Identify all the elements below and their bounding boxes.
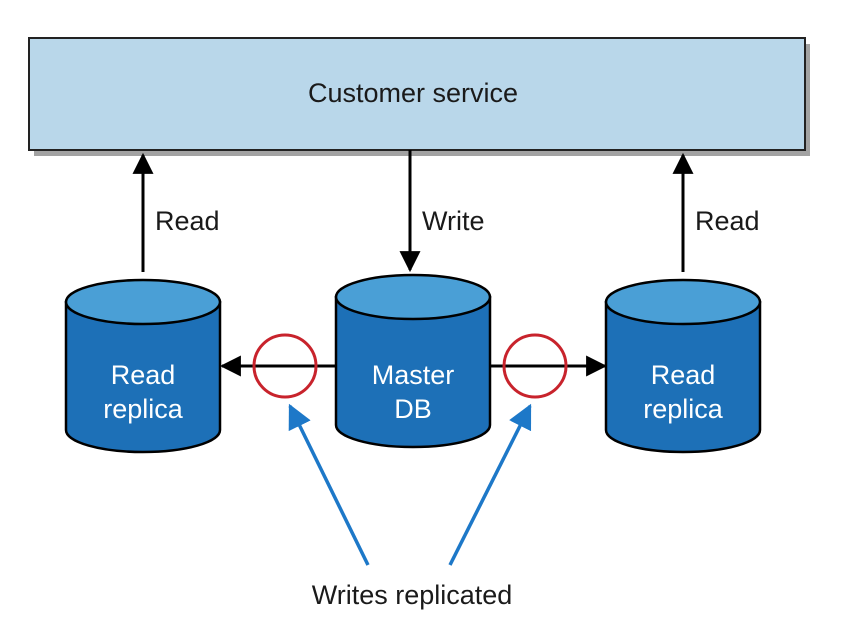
read-replica-right-db: Read replica: [604, 278, 762, 454]
read-label-right: Read: [695, 206, 760, 236]
annotation-arrow-left: [288, 403, 370, 566]
replication-marker-left: [252, 333, 318, 399]
master-db: Master DB: [334, 273, 492, 449]
customer-service-label: Customer service: [308, 78, 518, 108]
db-label-line2: DB: [394, 394, 432, 424]
customer-service-box: Customer service: [28, 37, 810, 156]
annotation-arrow-right: [448, 403, 532, 566]
db-label-line1: Read: [111, 360, 176, 390]
db-label-line2: replica: [643, 394, 724, 424]
db-label-line2: replica: [103, 394, 184, 424]
db-label-line1: Master: [372, 360, 455, 390]
db-label-line1: Read: [651, 360, 716, 390]
replication-marker-right: [502, 333, 568, 399]
read-label-left: Read: [155, 206, 220, 236]
read-replica-left-db: Read replica: [64, 278, 222, 454]
write-label: Write: [422, 206, 485, 236]
writes-replicated-label: Writes replicated: [312, 580, 513, 610]
